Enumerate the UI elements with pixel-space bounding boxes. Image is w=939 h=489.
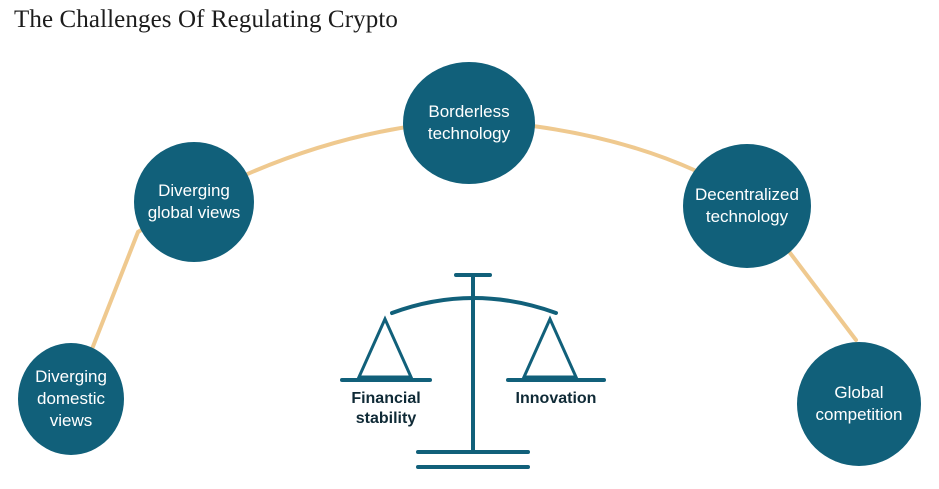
- node-decentralized-technology: Decentralized technology: [683, 144, 811, 268]
- balance-scale-icon: [340, 273, 606, 469]
- node-label: Global competition: [815, 383, 903, 424]
- node-label: Decentralized technology: [695, 185, 799, 226]
- node-label: Diverging domestic views: [35, 367, 107, 430]
- scale-right-label: Innovation: [515, 390, 597, 407]
- node-borderless-technology: Borderless technology: [403, 62, 535, 184]
- scale-left-label: Financial stability: [351, 390, 421, 427]
- node-label: Borderless technology: [427, 102, 511, 143]
- page-title: The Challenges Of Regulating Crypto: [14, 6, 398, 33]
- node-diverging-global-views: Diverging global views: [134, 142, 254, 262]
- node-label: Diverging global views: [147, 181, 241, 222]
- node-diverging-domestic-views: Diverging domestic views: [18, 343, 124, 455]
- node-global-competition: Global competition: [797, 342, 921, 466]
